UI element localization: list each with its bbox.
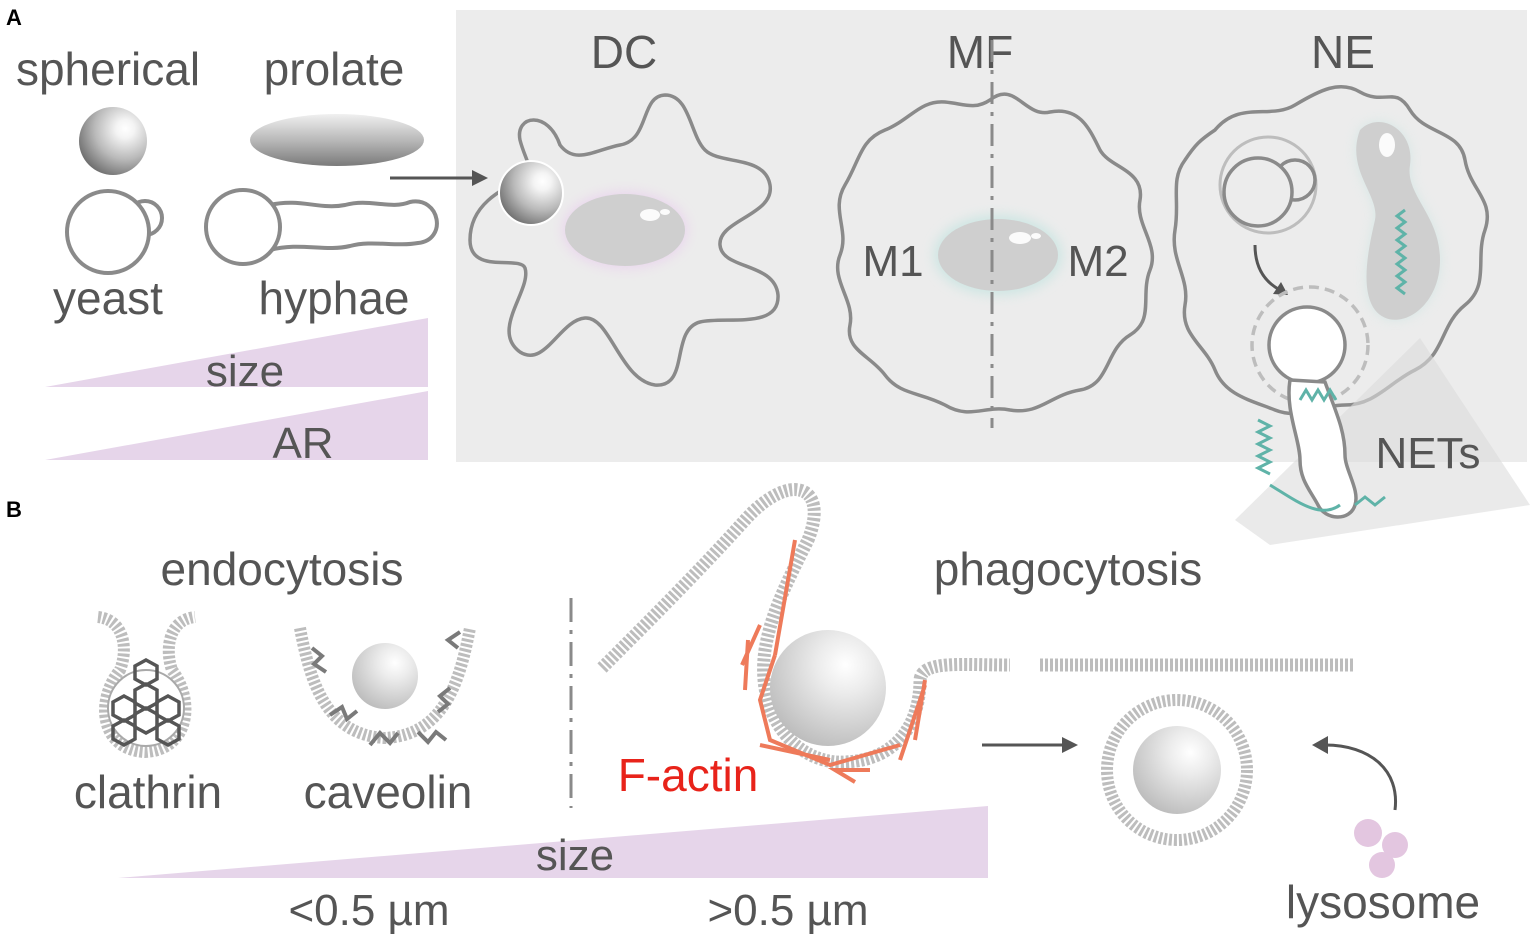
label-clathrin: clathrin <box>74 766 222 818</box>
label-size-b: size <box>536 831 614 880</box>
label-caveolin: caveolin <box>304 766 473 818</box>
clathrin-coated-pit <box>96 611 197 759</box>
label-endocytosis: endocytosis <box>161 543 404 595</box>
yeast-shape <box>65 189 164 275</box>
lysosome-cluster <box>1354 819 1408 878</box>
size-gradient-wedge-b <box>118 806 988 878</box>
panel-a-letter: A <box>6 5 22 30</box>
label-mf: MF <box>947 26 1013 78</box>
lysosome-fusion-arrow <box>1312 736 1398 811</box>
label-m1: M1 <box>862 237 923 286</box>
label-size-large: >0.5 µm <box>707 886 868 935</box>
panel-b-letter: B <box>6 497 22 522</box>
label-spherical: spherical <box>16 43 200 95</box>
label-size-small: <0.5 µm <box>288 886 449 935</box>
uptake-arrow-a <box>390 170 488 186</box>
phagocytic-cup <box>597 483 1011 784</box>
size-gradient-wedge-a <box>45 318 428 387</box>
label-m2: M2 <box>1067 237 1128 286</box>
label-dc: DC <box>591 26 657 78</box>
label-f-actin: F-actin <box>618 749 759 801</box>
hyphae-shape <box>204 188 439 266</box>
spherical-particle <box>79 107 147 175</box>
label-ne: NE <box>1311 26 1375 78</box>
label-lysosome: lysosome <box>1286 876 1480 928</box>
label-size-a: size <box>206 347 284 396</box>
dendritic-cell <box>468 93 780 387</box>
label-nets: NETs <box>1375 429 1480 478</box>
macrophage-cell <box>835 40 1155 428</box>
phagosome <box>1101 694 1253 846</box>
label-ar: AR <box>272 419 333 468</box>
label-phagocytosis: phagocytosis <box>934 543 1203 595</box>
label-hyphae: hyphae <box>259 272 410 324</box>
neutrophil-cell <box>1172 84 1530 545</box>
ar-gradient-wedge <box>45 391 428 460</box>
internalization-arrow <box>982 737 1078 753</box>
caveolin-pit <box>294 626 476 747</box>
label-prolate: prolate <box>264 43 405 95</box>
label-yeast: yeast <box>53 272 163 324</box>
prolate-particle <box>250 114 424 166</box>
